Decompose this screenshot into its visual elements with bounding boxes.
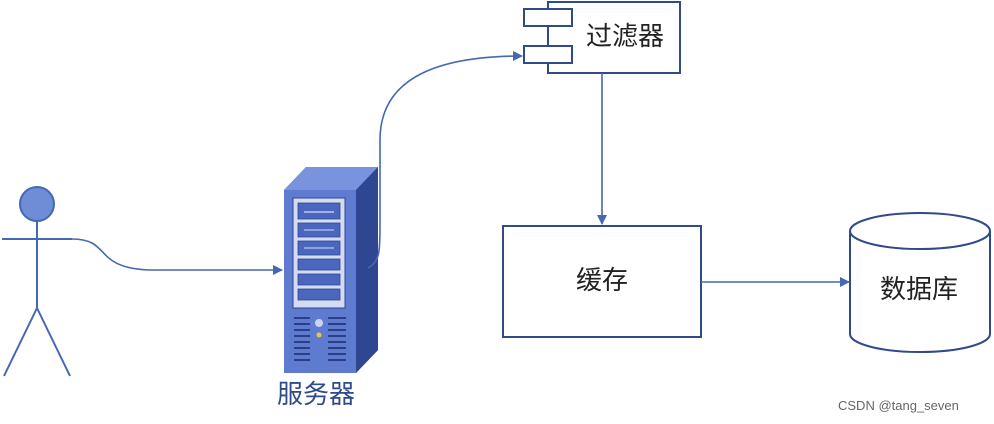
server-label: 服务器: [277, 380, 356, 410]
cache-label: 缓存: [576, 266, 629, 296]
database-label: 数据库: [880, 275, 959, 305]
server-tower-icon: [284, 167, 378, 373]
person-icon: [2, 186, 72, 377]
cache-box: [502, 225, 702, 338]
connector-server-to-filter: [367, 51, 523, 269]
filter-component: [523, 1, 681, 74]
watermark-text: CSDN @tang_seven: [838, 398, 959, 413]
connector-user-to-server: [71, 238, 283, 275]
database-cylinder: [849, 212, 991, 353]
filter-label: 过滤器: [586, 22, 665, 52]
